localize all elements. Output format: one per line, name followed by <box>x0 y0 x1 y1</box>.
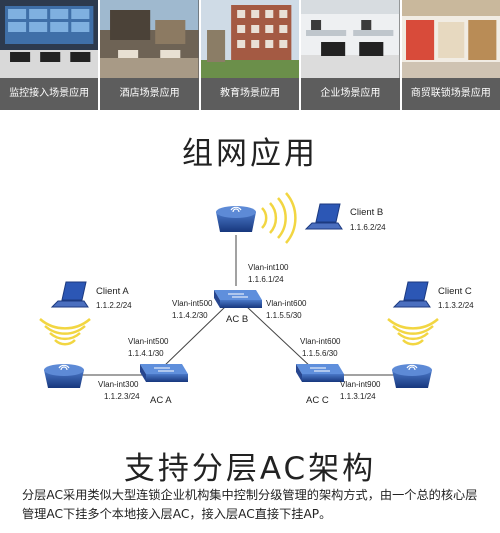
link-acb-acc <box>245 305 313 369</box>
retail-photo <box>401 0 500 78</box>
scene-hotel[interactable]: 酒店场景应用 <box>100 0 199 110</box>
acb-left-ip: 1.1.4.2/30 <box>172 311 208 320</box>
section-title-networking: 组网应用 <box>182 136 318 172</box>
access-point-b-icon[interactable] <box>216 206 256 232</box>
hotel-photo <box>100 0 199 78</box>
acb-right-vlan: Vlan-int600 <box>266 299 307 308</box>
links <box>72 235 398 376</box>
wifi-wave-b <box>261 207 268 229</box>
acc-top-vlan: Vlan-int600 <box>300 337 341 346</box>
client-c-ip: 1.1.3.2/24 <box>438 301 474 310</box>
wifi-wave-c <box>402 339 424 346</box>
acc-right-vlan: Vlan-int900 <box>340 380 381 389</box>
scene-caption: 商贸联锁场景应用 <box>401 78 500 110</box>
access-point-a-icon[interactable] <box>44 364 84 388</box>
section-title-hierarchical-ac: 支持分层AC架构 <box>123 451 377 487</box>
acb-name: AC B <box>226 314 248 325</box>
education-photo <box>200 0 300 78</box>
scene-caption: 企业场景应用 <box>301 78 400 110</box>
scene-caption: 监控接入场景应用 <box>0 78 99 110</box>
scene-strip: 监控接入场景应用 酒店场景应用 教育场景应用 <box>0 0 500 110</box>
acb-top-ip: 1.1.6.1/24 <box>248 275 284 284</box>
client-c-laptop-icon[interactable] <box>392 281 431 308</box>
aca-left-vlan: Vlan-int300 <box>98 380 139 389</box>
ac-b-switch-icon[interactable] <box>214 290 262 308</box>
scene-retail-chain[interactable]: 商贸联锁场景应用 <box>401 0 500 110</box>
acc-name: AC C <box>306 395 329 406</box>
client-a-laptop-icon[interactable] <box>50 281 89 308</box>
acc-right-ip: 1.1.3.1/24 <box>340 392 376 401</box>
scene-surveillance[interactable]: 监控接入场景应用 <box>0 0 99 110</box>
surveillance-photo <box>0 0 99 78</box>
hierarchical-ac-description: 分层AC采用类似大型连锁企业机构集中控制分级管理的架构方式，由一个总的核心层管理… <box>22 488 478 521</box>
client-b-laptop-icon[interactable] <box>304 203 343 230</box>
scene-education[interactable]: 教育场景应用 <box>200 0 300 110</box>
enterprise-photo <box>301 0 400 78</box>
scene-caption: 酒店场景应用 <box>100 78 199 110</box>
client-c-name: Client C <box>438 286 472 297</box>
client-b-name: Client B <box>350 207 383 218</box>
acb-left-vlan: Vlan-int500 <box>172 299 213 308</box>
aca-top-ip: 1.1.4.1/30 <box>128 349 164 358</box>
client-a-ip: 1.1.2.2/24 <box>96 301 132 310</box>
acb-right-ip: 1.1.5.5/30 <box>266 311 302 320</box>
network-diagram: Client B 1.1.6.2/24 Client A 1.1.2.2/24 … <box>39 192 474 406</box>
scene-enterprise[interactable]: 企业场景应用 <box>301 0 400 110</box>
scene-caption: 教育场景应用 <box>200 78 300 110</box>
ac-c-switch-icon[interactable] <box>296 364 344 382</box>
wifi-waves <box>39 192 439 346</box>
client-a-name: Client A <box>96 286 129 297</box>
aca-left-ip: 1.1.2.3/24 <box>104 392 140 401</box>
client-b-ip: 1.1.6.2/24 <box>350 223 386 232</box>
wifi-wave-a <box>54 339 76 346</box>
aca-name: AC A <box>150 395 172 406</box>
acb-top-vlan: Vlan-int100 <box>248 263 289 272</box>
link-acb-aca <box>161 305 227 369</box>
ac-a-switch-icon[interactable] <box>140 364 188 382</box>
access-point-c-icon[interactable] <box>392 364 432 388</box>
acc-top-ip: 1.1.5.6/30 <box>302 349 338 358</box>
aca-top-vlan: Vlan-int500 <box>128 337 169 346</box>
